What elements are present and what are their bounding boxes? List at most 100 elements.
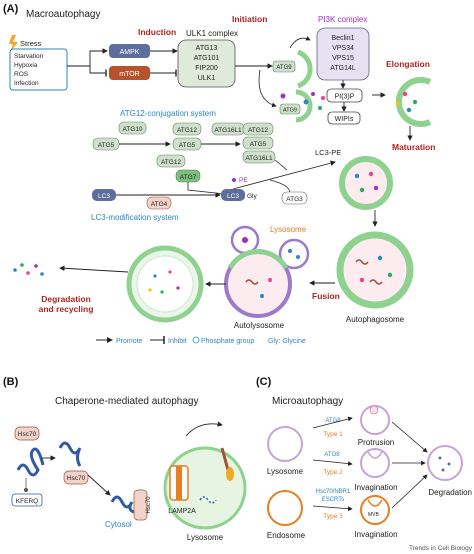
initiation-title: Initiation <box>232 14 267 24</box>
invagination-pocket-2 <box>367 499 383 507</box>
protrusion-label: Protrusion <box>358 438 394 447</box>
cargo-dot <box>303 99 309 105</box>
atg12-box-low <box>156 154 186 168</box>
lc3-system-title: LC3-modification system <box>91 213 179 222</box>
induction-title: Induction <box>138 27 176 37</box>
uptake-arrow <box>185 421 223 437</box>
phosphate-legend-icon <box>192 336 200 344</box>
cargo-dot <box>359 187 365 193</box>
cargo-dot <box>354 173 360 179</box>
wipis-label: WIPIs <box>335 116 354 123</box>
hsc70-label-2: Hsc70 <box>67 475 86 482</box>
lamp2a-receptor-cap <box>226 467 234 481</box>
invagination-vesicle-2 <box>360 495 390 525</box>
atg12-box-1 <box>172 122 202 136</box>
cargo-squiggle <box>369 279 383 285</box>
cargo-dot <box>280 93 286 99</box>
ulk1-complex-box <box>177 39 236 88</box>
cargo-dot <box>34 264 38 268</box>
type3-arrow <box>312 505 353 512</box>
endosome-label: Endosome <box>267 531 306 540</box>
cargo-dot <box>13 268 17 272</box>
lysosome-label-c: Lysosome <box>267 467 304 476</box>
cargo-dot <box>395 100 401 106</box>
atg10-box <box>118 121 147 135</box>
panel-b: (B) Chaperone-mediated autophagy Hsc70 K… <box>3 376 247 542</box>
cargo-dot <box>260 294 264 298</box>
cargo-dot <box>368 171 374 177</box>
cargo-dot <box>438 456 442 460</box>
fusion-label: Fusion <box>312 291 340 301</box>
panel-a-title: Macroautophagy <box>26 9 101 20</box>
cargo-dot <box>242 237 248 243</box>
cytosol-label: Cytosol <box>105 520 132 529</box>
cargo-dot <box>176 286 180 290</box>
mature-autophagosome <box>339 156 393 210</box>
hsc70-box-2 <box>63 470 89 485</box>
hsc70-label-1: Hsc70 <box>18 431 37 438</box>
atg9-box-bottom <box>279 103 301 115</box>
cargo-squiggle <box>355 259 369 265</box>
lamp2a-label: LAMP2A <box>168 508 196 515</box>
cargo-dot <box>288 249 292 253</box>
panel-c: (C) Microautophagy Lysosome ATG8 Type 1 … <box>256 376 472 540</box>
mtor-box <box>109 66 150 80</box>
pi3k-title: PI3K complex <box>318 15 367 24</box>
invagination-label-1: Invagination <box>354 483 397 492</box>
hsc70-box-1 <box>14 426 40 441</box>
atg5-label-right: ATG5 <box>250 141 267 148</box>
type3-mediator: Hsc70/NBR1 <box>316 489 351 495</box>
gly-label: Gly <box>247 193 258 200</box>
stress-ros: ROS <box>14 71 29 78</box>
phagophore-bottom <box>295 89 313 123</box>
autophagosome-label: Autophagosome <box>346 315 405 324</box>
substrate-protein-1 <box>16 447 45 477</box>
atg16l1-label-1: ATG16L1 <box>214 127 242 134</box>
cargo-dot <box>387 272 393 278</box>
to-degradation-arrow-1 <box>391 421 428 453</box>
autophagosome-circle <box>336 231 414 309</box>
cargo-dot <box>377 255 383 261</box>
protrusion-bud <box>369 405 379 415</box>
stress-to-mtor-line <box>89 66 107 77</box>
cargo-dot <box>268 278 272 282</box>
targeting-arrow <box>87 474 111 496</box>
atg7-label: ATG7 <box>180 174 197 181</box>
lc3-gly-box <box>221 189 245 201</box>
type3-label: Type 3 <box>323 513 343 520</box>
elongation-title: Elongation <box>386 59 430 69</box>
pi3p-label: PI(3)P <box>335 94 355 101</box>
ampk-box <box>109 44 150 58</box>
complex-to-lc3pe-line <box>274 159 288 171</box>
cargo-dot <box>153 274 157 278</box>
lamp2a-receptor <box>220 447 230 471</box>
lysosome-label-b: Lysosome <box>187 533 224 542</box>
autolysosome-label: Autolysosome <box>234 321 285 330</box>
curve-down-atg9 <box>258 69 277 108</box>
panel-b-label: (B) <box>3 376 19 388</box>
atg16l1-label-right: ATG16L1 <box>245 155 273 162</box>
cargo-dot <box>20 263 24 267</box>
glycine-legend-label: Gly: Glycine <box>268 338 306 345</box>
cargo-dot <box>412 99 418 105</box>
panel-c-label: (C) <box>256 376 272 388</box>
atg4-box <box>146 196 172 210</box>
atg12-system-title: ATG12-conjugation system <box>120 109 216 118</box>
panel-a: (A) Macroautophagy Induction Stress Star… <box>3 3 435 345</box>
phagophore-top <box>296 49 313 89</box>
cargo-dot <box>296 255 300 259</box>
atg12-box-right <box>242 122 274 136</box>
type3-mediator-2: ESCRTs <box>322 497 345 503</box>
lc3-box <box>92 189 116 201</box>
curve-to-pi3k <box>289 36 311 49</box>
cargo-dot <box>160 290 164 294</box>
lysosome-label-a: Lysosome <box>270 225 307 234</box>
cargo-dot <box>318 106 322 110</box>
lysosome-c <box>267 426 303 462</box>
vps34-label: VPS34 <box>332 45 354 52</box>
mvb-label: MVB <box>368 512 380 518</box>
journal-credit: Trends in Cell Biology <box>409 545 473 552</box>
type2-arrow <box>312 459 353 466</box>
atg3-box <box>281 191 308 205</box>
atg12-label-low: ATG12 <box>161 159 181 166</box>
